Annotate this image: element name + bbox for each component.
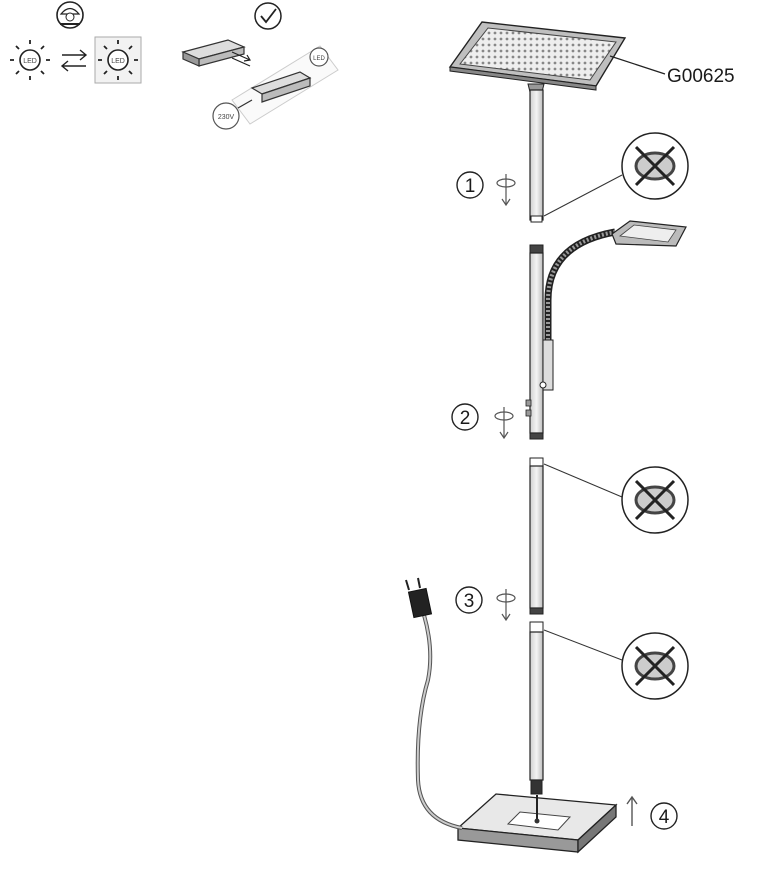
model-code: G00625 (667, 66, 735, 87)
pole-segment (529, 631, 544, 781)
step-1-number: 1 (465, 176, 476, 197)
no-ring-icon (621, 632, 689, 700)
no-ring-icon (621, 466, 689, 534)
model-code-leader (609, 55, 666, 75)
step-2-number: 2 (460, 408, 471, 429)
up-arrow-icon (626, 795, 638, 826)
led-driver-icon: LED 230V (212, 45, 339, 130)
lamp-base (456, 793, 618, 854)
reading-arm (539, 220, 687, 391)
rotate-arrow-icon (494, 407, 514, 440)
pole-segment (529, 465, 544, 609)
led-bulb-icon: LED (10, 40, 50, 80)
checkmark-icon (254, 2, 282, 30)
swap-arrows-icon (231, 51, 251, 67)
plug-icon (405, 577, 433, 619)
rotate-arrow-icon (496, 589, 516, 622)
driver-led-label: LED (313, 56, 325, 62)
pole-segment (529, 252, 544, 434)
voltage-label: 230V (218, 114, 235, 121)
step-3-number: 3 (464, 591, 475, 612)
power-cable (415, 614, 463, 830)
led-label-left: LED (23, 58, 37, 65)
rotate-arrow-icon (496, 174, 516, 207)
pole-segment (529, 89, 544, 221)
lamp-head (448, 21, 627, 93)
led-bulb-icon: LED (94, 36, 142, 84)
no-ring-icon (621, 132, 689, 200)
service-technician-icon (56, 1, 84, 29)
step-4-number: 4 (659, 807, 670, 828)
led-label-right: LED (111, 58, 125, 65)
swap-arrows-icon (60, 49, 88, 72)
